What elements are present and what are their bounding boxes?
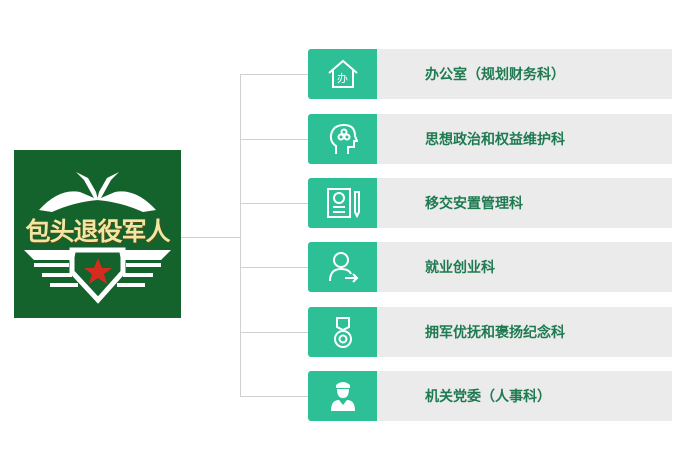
department-label: 拥军优抚和褒扬纪念科 [377, 307, 672, 357]
connector-branch [240, 203, 308, 204]
department-label: 就业创业科 [377, 242, 672, 292]
connector-branch [240, 139, 308, 140]
connector-line [181, 237, 240, 238]
connector-branch [240, 396, 308, 397]
department-employment[interactable]: 就业创业科 [308, 242, 672, 292]
connector-branch [240, 267, 308, 268]
logo-text: 包头退役军人 [25, 217, 170, 246]
medal-icon [308, 307, 377, 357]
document-pen-icon [308, 178, 377, 228]
svg-text:办: 办 [337, 72, 348, 85]
department-political-rights[interactable]: 思想政治和权益维护科 [308, 114, 672, 164]
connector-branch [240, 74, 308, 75]
logo-emblem-icon [24, 172, 171, 304]
logo: 包头退役军人 [14, 150, 181, 318]
department-transfer-placement[interactable]: 移交安置管理科 [308, 178, 672, 228]
officer-icon [308, 371, 377, 421]
connector-branch [240, 332, 308, 333]
department-support-commemoration[interactable]: 拥军优抚和褒扬纪念科 [308, 307, 672, 357]
department-party-committee[interactable]: 机关党委（人事科） [308, 371, 672, 421]
department-label: 机关党委（人事科） [377, 371, 672, 421]
connector-line [240, 74, 241, 396]
department-label: 思想政治和权益维护科 [377, 114, 672, 164]
department-label: 办公室（规划财务科） [377, 49, 672, 99]
person-arrow-icon [308, 242, 377, 292]
department-label: 移交安置管理科 [377, 178, 672, 228]
head-icon [308, 114, 377, 164]
house-icon: 办 [308, 49, 377, 99]
department-office[interactable]: 办 办公室（规划财务科） [308, 49, 672, 99]
